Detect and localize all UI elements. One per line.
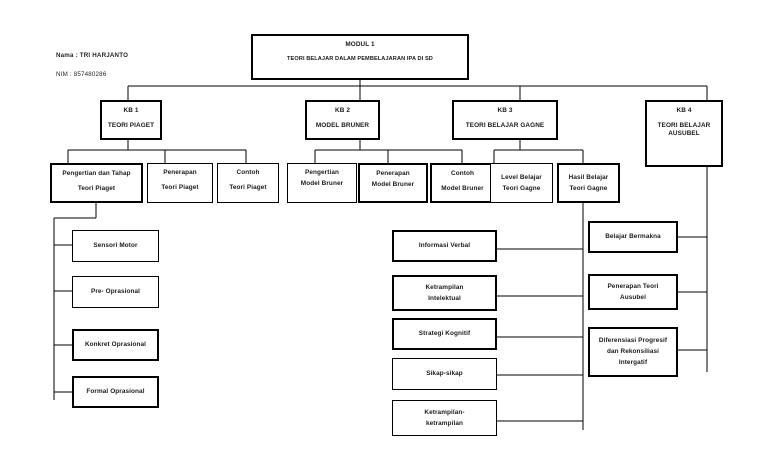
piaget-topic-3-line1: Contoh [236,169,260,176]
node-piaget-topic-2[interactable]: Penerapan Teori Piaget [147,163,213,203]
gagne-result-5-line2: ketrampilan [426,419,463,427]
node-ausubel-topic-2[interactable]: Penerapan Teori Ausubel [588,274,678,310]
student-nim-label: NIM : 857480286 [56,71,107,78]
bruner-topic-3-line1: Contoh [451,170,474,177]
node-piaget-stage-4[interactable]: Formal Oprasional [72,376,159,408]
piaget-stage-2-label: Pre- Oprasional [90,288,141,295]
piaget-topic-1-line2: Teori Piaget [77,185,116,192]
node-piaget-topic-3[interactable]: Contoh Teori Piaget [217,163,279,203]
node-bruner-topic-3[interactable]: Contoh Model Bruner [430,163,495,203]
ausubel-topic-3-line1: Diferensiasi Progresif [598,337,668,344]
node-piaget-stage-2[interactable]: Pre- Oprasional [72,276,159,308]
piaget-stage-3-label: Konkret Oprasional [84,341,147,348]
bruner-topic-1-line2: Model Bruner [300,180,344,187]
node-gagne-result-3[interactable]: Strategi Kognitif [392,318,497,350]
kb3-title: TEORI BELAJAR GAGNE [465,122,545,129]
piaget-stage-4-label: Formal Oprasional [86,388,145,395]
student-name-label: Nama : TRI HARJANTO [56,52,129,59]
ausubel-topic-1-line1: Belajar Bermakna [605,233,661,240]
node-piaget-stage-1[interactable]: Sensori Motor [72,230,159,262]
node-modul-root[interactable]: MODUL 1 TEORI BELAJAR DALAM PEMBELAJARAN… [251,34,469,80]
bruner-topic-2-line1: Penerapan [376,170,410,177]
ausubel-topic-3-line3: Intergatif [618,359,648,366]
piaget-topic-3-line2: Teori Piaget [229,184,267,191]
kb2-title: MODEL BRUNER [315,122,370,129]
node-gagne-topic-2[interactable]: Hasil Belajar Teori Gagne [557,163,620,203]
ausubel-topic-2-line2: Ausubel [620,293,646,301]
bruner-topic-2-line2: Model Bruner [371,181,415,188]
gagne-topic-1-line1: Level Belajar [501,173,542,181]
node-piaget-topic-1[interactable]: Pengertian dan Tahap Teori Piaget [50,163,143,203]
node-gagne-topic-1[interactable]: Level Belajar Teori Gagne [490,163,553,203]
node-kb2[interactable]: KB 2 MODEL BRUNER [305,100,380,140]
bruner-topic-1-line1: Pengertian [304,169,340,176]
kb2-code: KB 2 [335,107,350,114]
piaget-topic-2-line1: Penerapan [163,169,197,176]
node-ausubel-topic-1[interactable]: Belajar Bermakna [588,221,678,253]
kb1-title: TEORI PIAGET [107,122,155,129]
gagne-topic-2-line2: Teori Gagne [569,184,608,192]
gagne-result-1-line1: Informasi Verbal [418,242,471,249]
gagne-topic-2-line1: Hasil Belajar [568,173,609,181]
piaget-topic-2-line2: Teori Piaget [161,184,199,191]
gagne-result-3-line1: Strategi Kognitif [418,330,471,337]
gagne-result-5-line1: Ketrampilan- [424,408,465,416]
bruner-topic-3-line2: Model Bruner [441,185,484,192]
gagne-result-2-line1: Ketrampilan [425,283,464,291]
node-kb3[interactable]: KB 3 TEORI BELAJAR GAGNE [452,100,558,140]
gagne-topic-1-line2: Teori Gagne [502,184,541,192]
node-gagne-result-4[interactable]: Sikap-sikap [392,358,497,390]
node-kb4[interactable]: KB 4 TEORI BELAJAR AUSUBEL [645,100,723,167]
kb4-title-line2: AUSUBEL [668,130,700,137]
node-gagne-result-5[interactable]: Ketrampilan- ketrampilan [392,400,497,436]
ausubel-topic-3-line2: dan Rekonsiliasi [606,348,660,355]
kb1-code: KB 1 [123,107,139,114]
piaget-topic-1-line1: Pengertian dan Tahap [62,170,131,177]
modul-subtitle: TEORI BELAJAR DALAM PEMBELAJARAN IPA DI … [287,56,433,62]
node-gagne-result-2[interactable]: Ketrampilan Intelektual [392,275,497,311]
kb4-title-line1: TEORI BELAJAR [657,122,711,129]
node-bruner-topic-1[interactable]: Pengertian Model Bruner [287,163,357,203]
gagne-result-4-line1: Sikap-sikap [426,370,463,377]
piaget-stage-1-label: Sensori Motor [93,242,138,249]
node-kb1[interactable]: KB 1 TEORI PIAGET [100,100,162,140]
node-piaget-stage-3[interactable]: Konkret Oprasional [72,329,159,361]
node-gagne-result-1[interactable]: Informasi Verbal [392,230,497,262]
node-bruner-topic-2[interactable]: Penerapan Model Bruner [358,163,428,203]
kb4-code: KB 4 [676,107,692,114]
gagne-result-2-line2: Intelektual [428,294,461,302]
modul-title: MODUL 1 [345,41,375,48]
kb3-code: KB 3 [497,107,513,114]
node-ausubel-topic-3[interactable]: Diferensiasi Progresif dan Rekonsiliasi … [588,327,678,377]
ausubel-topic-2-line1: Penerapan Teori [607,282,659,290]
